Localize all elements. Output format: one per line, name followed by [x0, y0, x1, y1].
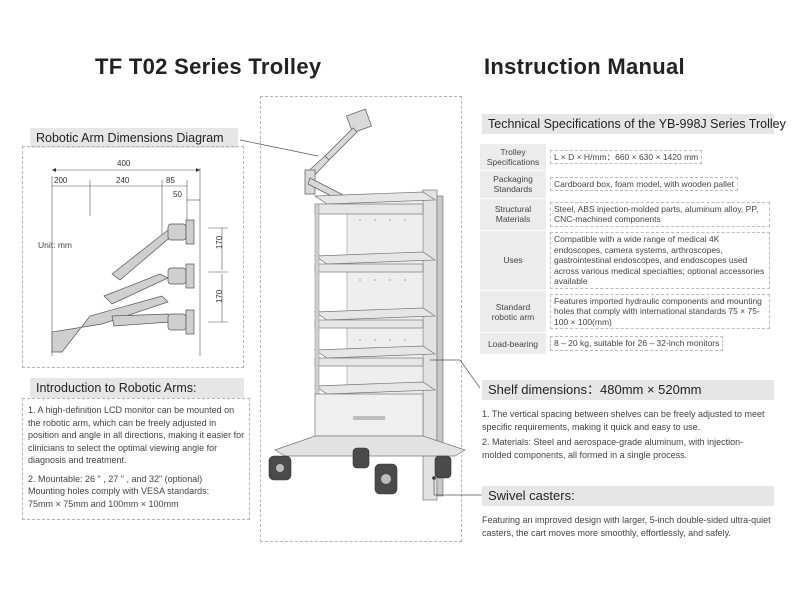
spec-value: Compatible with a wide range of medical …: [550, 232, 770, 289]
unit-label: Unit: mm: [38, 240, 72, 250]
diagram-frame: [22, 146, 244, 368]
intro-heading: Introduction to Robotic Arms:: [30, 378, 244, 398]
page-title-right: Instruction Manual: [484, 54, 685, 79]
table-row: Trolley Specifications L × D × H/mm：660 …: [480, 144, 774, 171]
intro-text: 1. A high-definition LCD monitor can be …: [28, 404, 248, 513]
shelf-paragraph-1: 1. The vertical spacing between shelves …: [482, 409, 765, 432]
dim-85: 85: [166, 176, 175, 185]
table-row: Standard robotic arm Features imported h…: [480, 290, 774, 333]
spec-label: Structural Materials: [480, 198, 546, 231]
diagram-heading: Robotic Arm Dimensions Diagram: [30, 128, 238, 148]
spec-value: Steel, ABS injection-molded parts, alumi…: [550, 201, 770, 227]
intro-paragraph-2: 2. Mountable: 26 " , 27 " , and 32" (opt…: [28, 473, 203, 484]
casters-text: Featuring an improved design with larger…: [482, 514, 772, 542]
table-row: Packaging Standards Cardboard box, foam …: [480, 170, 774, 199]
dim-400: 400: [117, 159, 131, 168]
shelf-text: 1. The vertical spacing between shelves …: [482, 408, 772, 464]
intro-frame: [22, 398, 250, 520]
spec-label: Uses: [480, 230, 546, 291]
spec-value: Cardboard box, foam model, with wooden p…: [550, 176, 739, 192]
table-row: Load-bearing 8 – 20 kg, suitable for 26 …: [480, 332, 774, 355]
arm-dimension-diagram: [51, 168, 228, 356]
intro-paragraph-3: Mounting holes comply with VESA standard…: [28, 486, 210, 496]
table-row: Structural Materials Steel, ABS injectio…: [480, 198, 774, 231]
specs-heading: Technical Specifications of the YB-998J …: [482, 114, 786, 134]
spec-table: Trolley Specifications L × D × H/mm：660 …: [480, 144, 774, 355]
spec-value: 8 – 20 kg, suitable for 26 – 32-inch mon…: [550, 336, 724, 351]
spec-label: Packaging Standards: [480, 170, 546, 199]
spec-label: Load-bearing: [480, 332, 546, 355]
spec-label: Trolley Specifications: [480, 144, 546, 171]
casters-paragraph-1: Featuring an improved design with larger…: [482, 515, 771, 538]
spec-label: Standard robotic arm: [480, 290, 546, 333]
casters-heading: Swivel casters:: [482, 486, 774, 506]
dim-50: 50: [173, 190, 182, 199]
spec-value: L × D × H/mm：660 × 630 × 1420 mm: [550, 149, 703, 165]
page-title-left: TF T02 Series Trolley: [95, 54, 322, 79]
spec-value: Features imported hydraulic components a…: [550, 293, 770, 330]
trolley-frame: [260, 96, 462, 542]
shelf-paragraph-2: 2. Materials: Steel and aerospace-grade …: [482, 437, 744, 460]
dim-240: 240: [116, 176, 130, 185]
trolley-illustration: [268, 108, 466, 501]
intro-paragraph-1: 1. A high-definition LCD monitor can be …: [28, 405, 245, 465]
table-row: Uses Compatible with a wide range of med…: [480, 230, 774, 291]
shelf-heading: Shelf dimensions：480mm × 520mm: [482, 380, 774, 400]
dim-200: 200: [54, 176, 68, 185]
intro-paragraph-4: 75mm × 75mm and 100mm × 100mm: [28, 498, 179, 509]
